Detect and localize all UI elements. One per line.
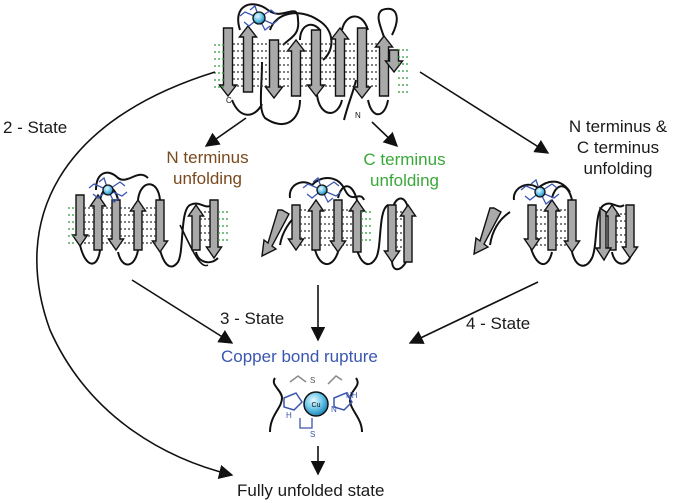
nc-unfold-beta-strand	[563, 199, 581, 254]
c-unfold-beta-strand	[399, 203, 417, 263]
arrow-n-to-rupture	[131, 279, 234, 344]
copper-ion-native	[252, 11, 266, 25]
nc-unfold-free-strand	[473, 207, 502, 256]
nc-unfold-beta-strand	[523, 204, 541, 252]
c-unfold-beta-strand	[383, 204, 401, 264]
c-unfold-beta-strand	[307, 198, 325, 251]
arrow-to-c-unfolding	[371, 121, 399, 147]
two-state-label: 2 - State	[3, 118, 68, 137]
native-beta-strand	[238, 24, 258, 93]
n-unfold-beta-strand	[107, 199, 125, 252]
copper-bond-rupture-label: Copper bond rupture	[221, 347, 378, 366]
c-terminus-mark: C	[226, 96, 232, 105]
fully-unfolded-state-label: Fully unfolded state	[237, 481, 385, 500]
histidine-n-label: N	[331, 405, 337, 414]
n-unfolding-line-1: N terminus	[166, 148, 249, 167]
copper-ion-nc-unfold	[534, 186, 546, 198]
c-unfold-beta-strand	[329, 199, 347, 254]
native-protein	[231, 3, 398, 125]
histidine-h-label: H	[286, 411, 292, 420]
copper-ion-c-unfold	[316, 184, 328, 196]
native-beta-strand	[384, 49, 404, 74]
arrow-to-n-unfolding	[204, 117, 247, 147]
nc-unfolding-line-2: C terminus	[576, 138, 660, 157]
sulfur-label-top: S	[310, 376, 315, 385]
native-beta-strand	[374, 34, 394, 97]
nc-unfold-beta-strand	[621, 204, 639, 260]
c-unfold-beta-strand	[348, 198, 366, 253]
n-unfolding-line-2: unfolding	[172, 169, 242, 188]
native-beta-strand	[286, 38, 306, 97]
nc-unfolding-line-1: N terminus &	[568, 117, 668, 136]
native-beta-strand	[306, 29, 326, 98]
c-unfold-free-strand	[261, 209, 290, 258]
nc-unfolding-line-3: unfolding	[583, 159, 653, 178]
copper-ion-label: Cu	[312, 402, 321, 409]
nc-unfold-tilted-strand	[594, 206, 613, 262]
arrow-nc-to-rupture	[408, 281, 539, 344]
n-unfold-beta-strand	[151, 199, 169, 254]
copper-ion-n-unfold	[102, 184, 114, 196]
n-unfold-beta-strand	[71, 194, 89, 248]
copper-rupture-site: S Cu H NH N S	[269, 375, 363, 439]
n-terminus-mark: N	[355, 111, 361, 120]
native-beta-strand	[352, 27, 372, 100]
sulfur-label-bottom: S	[310, 430, 315, 439]
pathway-arrows	[36, 71, 550, 479]
nc-unfold-beta-strand	[603, 203, 621, 251]
c-unfolding-line-2: unfolding	[369, 171, 439, 190]
n-terminus-unfolding-label: N terminus unfolding	[150, 147, 265, 189]
native-beta-strand	[330, 26, 350, 97]
arrow-two-state	[36, 71, 234, 479]
four-state-label: 4 - State	[466, 314, 531, 333]
c-unfold-beta-strand	[287, 204, 305, 252]
c-terminus-unfolding-label: C terminus unfolding	[347, 149, 462, 191]
histidine-nh-label: NH	[346, 391, 358, 400]
nc-unfold-beta-strand	[543, 198, 561, 251]
three-state-label: 3 - State	[220, 309, 285, 328]
native-beta-strand	[264, 39, 284, 100]
c-unfolding-line-1: C terminus	[363, 150, 446, 169]
nc-terminus-unfolding-label: N terminus & C terminus unfolding	[557, 116, 679, 179]
arrow-to-nc-unfolding	[419, 71, 550, 154]
n-unfold-beta-strand	[187, 203, 205, 251]
n-unfold-beta-strand	[205, 199, 223, 260]
